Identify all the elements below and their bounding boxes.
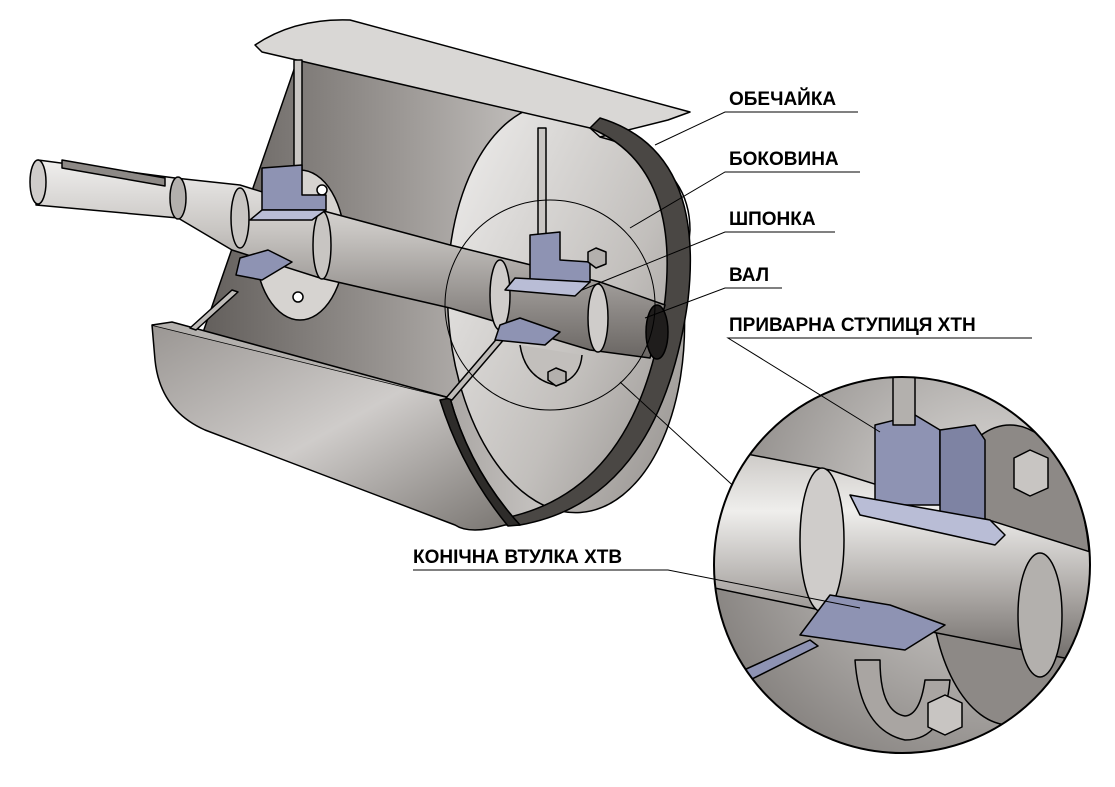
leader-key [581, 231, 835, 291]
label-shell: ОБЕЧАЙКА [729, 88, 836, 110]
bolt-bottom [547, 367, 567, 387]
detail-connector [619, 381, 741, 493]
label-welded-hub: ПРИВАРНА СТУПИЦЯ ХТН [729, 315, 976, 336]
label-shaft: ВАЛ [729, 265, 769, 286]
zoom-bolt-bottom [927, 694, 963, 736]
pulley-assembly [29, 19, 692, 531]
zoom-bolt-top [1013, 449, 1049, 497]
keyway-slot [61, 159, 166, 187]
leader-lines [413, 111, 1032, 609]
shell-bottom-rim [439, 397, 521, 527]
leader-shell [654, 111, 858, 146]
label-key: ШПОНКА [729, 209, 816, 230]
zoom-bushing [799, 594, 946, 651]
label-taper-bushing: КОНІЧНА ВТУЛКА ХТВ [413, 547, 622, 568]
detail-marker-circle [444, 199, 656, 411]
shell-bottom-inner-edge [151, 321, 451, 399]
leader-taper-bushing [413, 569, 861, 609]
stiffener-left [293, 59, 303, 176]
zoom-detail [714, 377, 1090, 753]
zoom-circle-border [713, 376, 1091, 754]
leader-side-wall [629, 171, 860, 229]
zoom-hub-top [874, 414, 941, 506]
zoom-shaft [714, 444, 1090, 666]
leader-shaft [644, 287, 782, 319]
zoom-hub-top-plate [849, 494, 1006, 546]
bolt-top [587, 247, 607, 269]
shaft-end [645, 304, 669, 360]
stiffener-bottom-left [189, 289, 239, 331]
stiffener-right [537, 127, 547, 239]
right-hub-bottom [494, 317, 561, 346]
left-hub-bottom [235, 249, 293, 281]
label-side-wall: БОКОВИНА [729, 149, 839, 170]
leader-welded-hub [726, 337, 1032, 433]
zoom-stiffener [892, 377, 916, 426]
